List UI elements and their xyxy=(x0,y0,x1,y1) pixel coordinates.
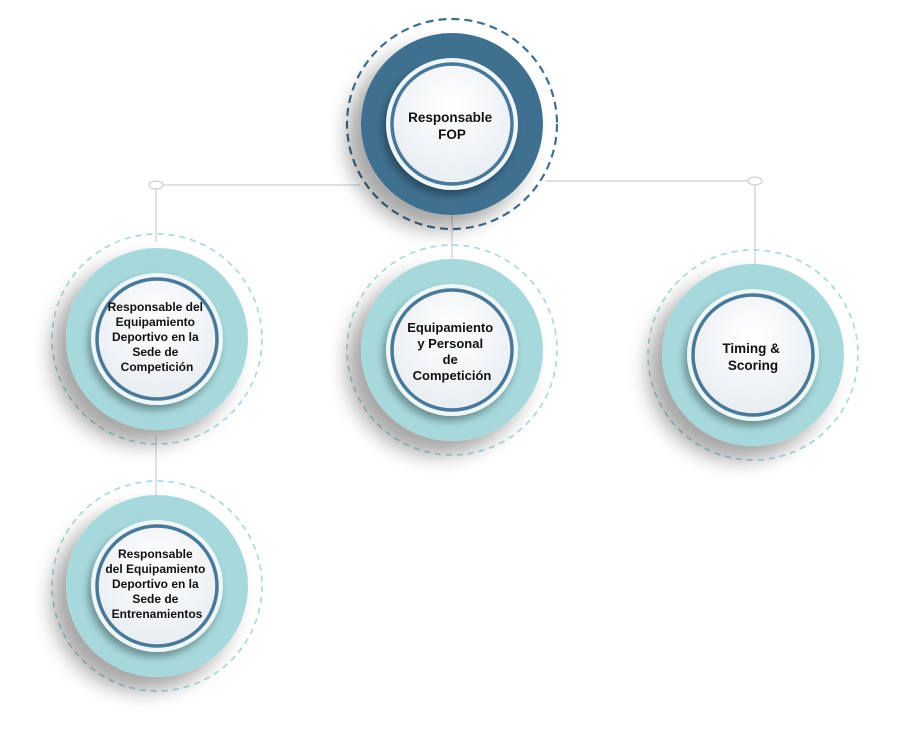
equipamiento-personal-label: Equipamiento y Personal de Competición xyxy=(407,320,497,383)
sede-entrenamientos-label-line-5: Entrenamientos xyxy=(112,607,203,621)
sede-competicion-inner-circle xyxy=(95,277,219,401)
sede-competicion-label-line-4: Sede de xyxy=(132,345,178,359)
connector-junction-left xyxy=(148,180,164,190)
node-sede-entrenamientos: Responsable del Equipamiento Deportivo e… xyxy=(51,480,263,692)
node-equipamiento-personal: Equipamiento y Personal de Competición xyxy=(346,244,558,456)
root-label-line-1: Responsable xyxy=(408,110,493,125)
sede-entrenamientos-dashed-ring xyxy=(51,480,263,692)
root-inner-circle xyxy=(390,62,514,186)
root-label: Responsable FOP xyxy=(408,110,496,142)
timing-scoring-inner-circle xyxy=(691,293,815,417)
timing-scoring-label: Timing & Scoring xyxy=(722,341,783,373)
equipamiento-personal-label-line-4: Competición xyxy=(413,368,492,383)
sede-entrenamientos-label-line-1: Responsable xyxy=(118,547,193,561)
sede-competicion-label-line-2: Equipamiento xyxy=(116,315,195,329)
sede-competicion-dashed-ring xyxy=(51,233,263,445)
connector-root-to-left xyxy=(155,184,360,242)
node-sede-competicion: Responsable del Equipamiento Deportivo e… xyxy=(51,233,263,445)
root-label-line-2: FOP xyxy=(438,127,466,142)
timing-scoring-label-line-2: Scoring xyxy=(728,358,778,373)
equipamiento-personal-dashed-ring xyxy=(346,244,558,456)
timing-scoring-label-line-1: Timing & xyxy=(722,341,780,356)
connectors xyxy=(148,176,763,500)
sede-competicion-label: Responsable del Equipamiento Deportivo e… xyxy=(108,300,207,374)
sede-entrenamientos-inner-circle xyxy=(95,524,219,648)
equipamiento-personal-label-line-2: y Personal xyxy=(417,336,483,351)
root-dashed-ring xyxy=(345,17,559,231)
connector-root-to-right xyxy=(545,180,756,266)
sede-competicion-label-line-5: Competición xyxy=(121,360,194,374)
node-timing-scoring: Timing & Scoring xyxy=(647,249,859,461)
sede-entrenamientos-label-line-2: del Equipamiento xyxy=(105,562,205,576)
equipamiento-personal-label-line-3: de xyxy=(443,352,458,367)
sede-entrenamientos-label-line-3: Deportivo en la xyxy=(112,577,199,591)
equipamiento-personal-label-line-1: Equipamiento xyxy=(407,320,493,335)
connector-junction-right xyxy=(747,176,763,186)
node-root: Responsable FOP xyxy=(345,17,559,231)
timing-scoring-dashed-ring xyxy=(647,249,859,461)
sede-competicion-label-line-3: Deportivo en la xyxy=(112,330,199,344)
sede-competicion-label-line-1: Responsable del xyxy=(108,300,203,314)
equipamiento-personal-inner-circle xyxy=(390,288,514,412)
sede-entrenamientos-label-line-4: Sede de xyxy=(132,592,178,606)
sede-entrenamientos-label: Responsable del Equipamiento Deportivo e… xyxy=(105,547,208,621)
